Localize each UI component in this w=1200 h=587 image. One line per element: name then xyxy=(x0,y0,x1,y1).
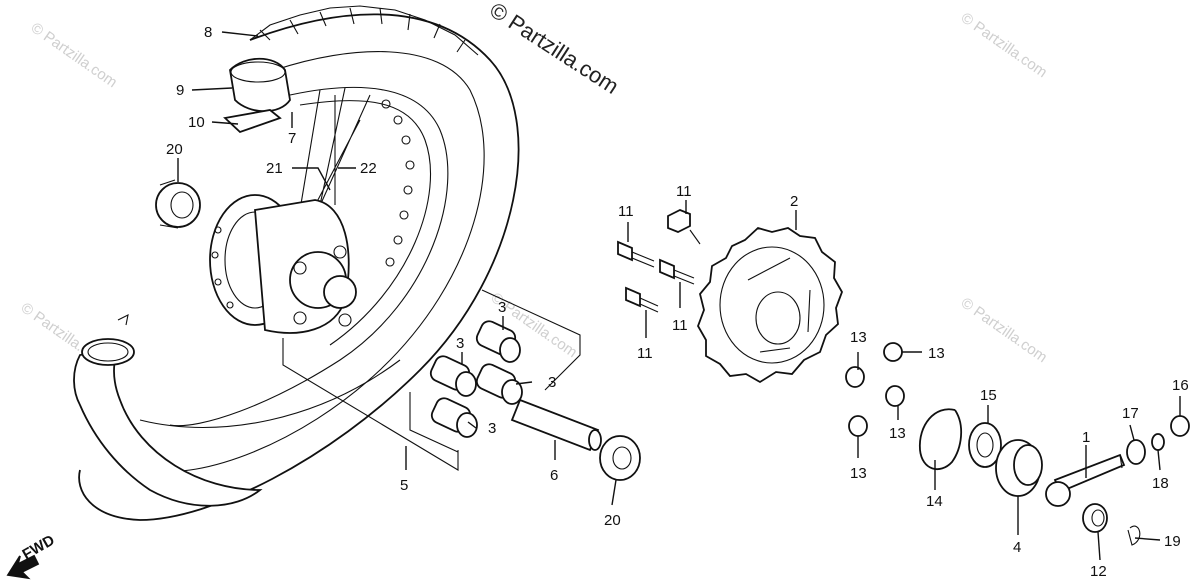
side-collar xyxy=(995,439,1043,497)
callout-19: 19 xyxy=(1164,533,1181,550)
axle-sleeve-group xyxy=(510,398,641,481)
callout-16: 16 xyxy=(1172,377,1189,394)
callout-18: 18 xyxy=(1152,475,1169,492)
callout-3-left: 3 xyxy=(456,335,464,352)
callout-22: 22 xyxy=(360,160,377,177)
watermark-top-right: © Partzilla.com xyxy=(958,9,1051,81)
axle xyxy=(1045,453,1126,507)
fwd-label: FWD xyxy=(20,532,58,564)
callout-13-b: 13 xyxy=(928,345,945,362)
watermark-top-left: © Partzilla.com xyxy=(28,19,121,91)
callout-11-b: 11 xyxy=(676,183,692,200)
callout-numbers: 8 9 10 7 20 21 22 5 6 20 3 3 3 3 2 11 11… xyxy=(166,24,1189,580)
callout-13-a: 13 xyxy=(850,329,867,346)
callout-2: 2 xyxy=(790,193,798,210)
callout-3-right: 3 xyxy=(548,374,556,391)
hub-bearing xyxy=(968,422,1002,468)
callout-9: 9 xyxy=(176,82,184,99)
leader-lines xyxy=(177,31,1181,561)
callout-12: 12 xyxy=(1090,563,1107,580)
callout-1: 1 xyxy=(1082,429,1090,446)
callout-10: 10 xyxy=(188,114,205,131)
callout-20-lower: 20 xyxy=(604,512,621,529)
tube-valve-group xyxy=(223,57,291,134)
collars-group xyxy=(429,320,523,438)
fwd-arrow: FWD xyxy=(6,532,58,580)
axle-nut-small xyxy=(1151,433,1165,451)
callout-7: 7 xyxy=(288,130,296,147)
callout-15: 15 xyxy=(980,387,997,404)
callout-11-a: 11 xyxy=(618,203,634,220)
callout-4: 4 xyxy=(1013,539,1021,556)
bearing-upper xyxy=(155,179,201,229)
washer xyxy=(1126,439,1146,465)
callout-6: 6 xyxy=(550,467,558,484)
collar-bracket-outline xyxy=(282,289,581,471)
callout-5: 5 xyxy=(400,477,408,494)
watermark-mid-right: © Partzilla.com xyxy=(958,294,1051,366)
sprocket xyxy=(697,226,843,384)
cotter-pin xyxy=(1127,525,1141,546)
callout-3-bottom: 3 xyxy=(488,420,496,437)
wheel-assembly xyxy=(73,5,520,521)
cap-nut xyxy=(1170,415,1190,437)
callout-14: 14 xyxy=(926,493,943,510)
callout-11-d: 11 xyxy=(637,345,653,362)
callout-11-c: 11 xyxy=(672,317,688,334)
sprocket-bolts xyxy=(617,209,701,313)
callout-17: 17 xyxy=(1122,405,1139,422)
callout-13-c: 13 xyxy=(889,425,906,442)
callout-3-top: 3 xyxy=(498,299,506,316)
castle-nut xyxy=(1082,503,1108,533)
callout-20-upper: 20 xyxy=(166,141,183,158)
circlip xyxy=(919,408,962,471)
callout-8: 8 xyxy=(204,24,212,41)
callout-13-d: 13 xyxy=(850,465,867,482)
sprocket-nuts xyxy=(845,342,905,437)
callout-21: 21 xyxy=(266,160,283,177)
